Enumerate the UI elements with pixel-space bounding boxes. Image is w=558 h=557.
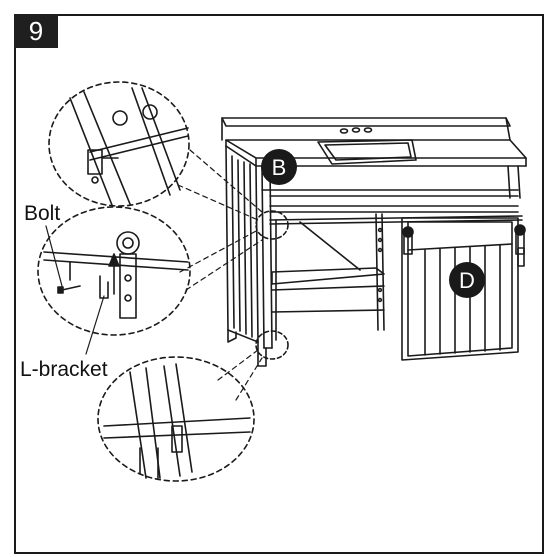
part-label-d — [449, 262, 485, 298]
step-number-badge: 9 — [14, 14, 58, 48]
detail-top-roller — [48, 81, 190, 207]
panel-frame — [14, 14, 544, 554]
bolt-label: Bolt — [24, 202, 61, 225]
cabinet-body — [225, 145, 521, 367]
barn-door — [269, 215, 526, 361]
part-label-b — [261, 149, 297, 185]
part-label-d-text: D — [459, 268, 475, 293]
detail-floor-guide — [97, 356, 255, 482]
detail-bolt-bracket — [37, 206, 191, 355]
step-number: 9 — [28, 15, 44, 46]
callout-markers — [255, 210, 289, 360]
countertop — [221, 117, 527, 167]
part-label-b-text: B — [272, 155, 287, 180]
l-bracket-label: L-bracket — [20, 358, 108, 381]
leader-lines — [177, 149, 263, 401]
